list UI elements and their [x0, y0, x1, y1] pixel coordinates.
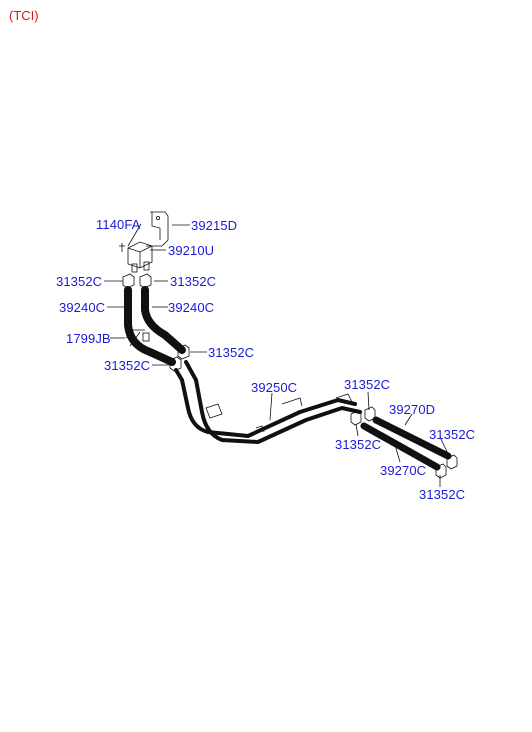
part-label-31352c-mid-left: 31352C: [104, 358, 151, 373]
part-label-39270d: 39270D: [389, 402, 436, 417]
part-label-1799jb: 1799JB: [66, 331, 111, 346]
part-label-39240c-left: 39240C: [59, 300, 106, 315]
part-label-39210u: 39210U: [168, 243, 215, 258]
solenoid-valve-39210u: [119, 241, 153, 273]
variant-label: (TCI): [9, 8, 39, 23]
clip-1799jb: [125, 329, 150, 347]
leader-lines: [104, 223, 451, 487]
part-label-31352c-left-top: 31352C: [56, 274, 103, 289]
part-label-31352c-mid-right: 31352C: [208, 345, 255, 360]
clamps: [122, 273, 458, 479]
part-label-39270c: 39270C: [380, 463, 427, 478]
part-label-39240c-right: 39240C: [168, 300, 215, 315]
hoses-39240c: [124, 286, 186, 366]
part-label-39250c: 39250C: [251, 380, 298, 395]
part-label-31352c-right-top: 31352C: [170, 274, 217, 289]
part-label-31352c-upper-center: 31352C: [344, 377, 391, 392]
pipe-assembly-39250c: [174, 360, 362, 444]
part-label-39215d: 39215D: [191, 218, 238, 233]
part-label-31352c-lower-center: 31352C: [335, 437, 382, 452]
bracket-39215d: [146, 211, 169, 247]
part-label-31352c-bottom: 31352C: [419, 487, 466, 502]
part-label-1140fa: 1140FA: [96, 217, 141, 232]
hoses-39270: [360, 416, 452, 471]
part-label-31352c-far-right: 31352C: [429, 427, 476, 442]
